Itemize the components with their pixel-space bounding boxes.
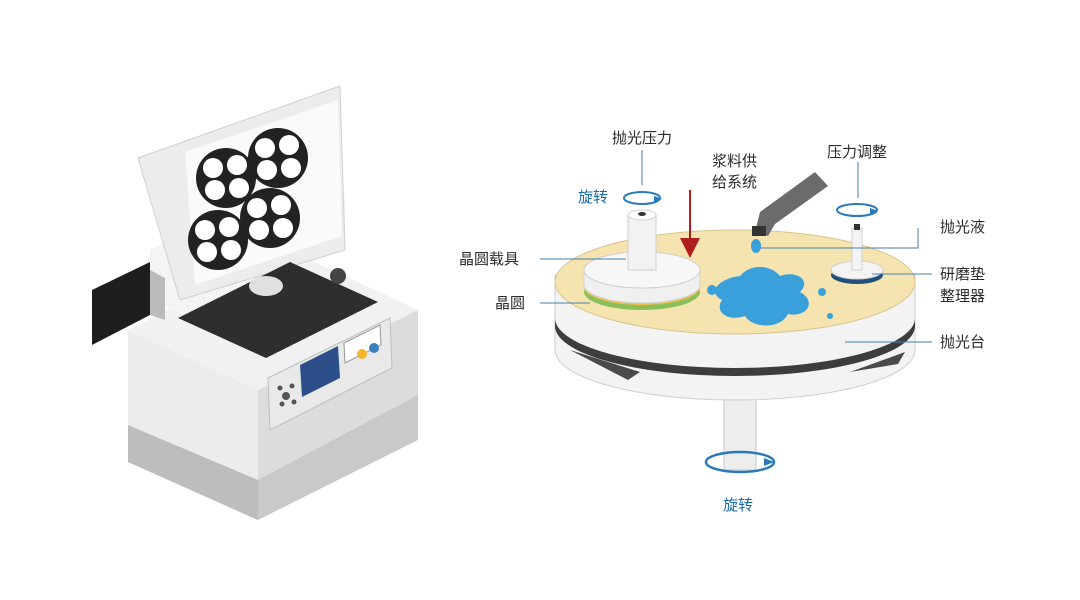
slurry-drop [707, 285, 717, 295]
label-pad-conditioner-1: 研磨垫 [940, 265, 985, 283]
spindle-rotation-icon [704, 450, 776, 474]
slurry-supply-arm [755, 172, 828, 236]
slurry-drop [818, 288, 826, 296]
label-polishing-fluid: 抛光液 [940, 218, 985, 236]
bottom-spindle [723, 394, 757, 471]
cmp-process-diagram: 抛光压力 旋转 浆料供 给系统 压力调整 抛光液 晶圆载具 晶圆 研磨垫 整理器… [459, 129, 985, 514]
label-polish-pressure: 抛光压力 [612, 129, 672, 147]
slurry-nozzle [752, 226, 766, 236]
pad-conditioner [830, 224, 884, 284]
label-wafer-carrier: 晶圆载具 [459, 250, 519, 268]
leader-polishing-fluid [760, 228, 919, 249]
wafer-carrier [583, 209, 701, 310]
table-rotation-arrow-right [850, 352, 905, 372]
slurry-drop [827, 313, 833, 319]
slurry-droplet-falling [751, 239, 761, 253]
label-rotation-top: 旋转 [578, 188, 608, 206]
table-dark-band [555, 318, 915, 376]
label-polishing-table: 抛光台 [940, 333, 985, 351]
carrier-rotation-icon [623, 191, 662, 205]
label-rotation-bottom: 旋转 [723, 496, 753, 514]
label-pad-conditioner-2: 整理器 [940, 287, 985, 305]
cmp-machine [92, 85, 418, 520]
label-slurry-supply-2: 给系统 [712, 173, 757, 191]
table-rotation-arrow-left [570, 350, 640, 380]
label-pressure-adjust: 压力调整 [827, 143, 887, 161]
conditioner-rotation-icon [836, 203, 878, 217]
label-slurry-supply-1: 浆料供 [712, 152, 757, 170]
label-wafer: 晶圆 [495, 294, 525, 312]
lid-pad-holders [188, 128, 308, 270]
slurry-puddle [715, 266, 809, 326]
